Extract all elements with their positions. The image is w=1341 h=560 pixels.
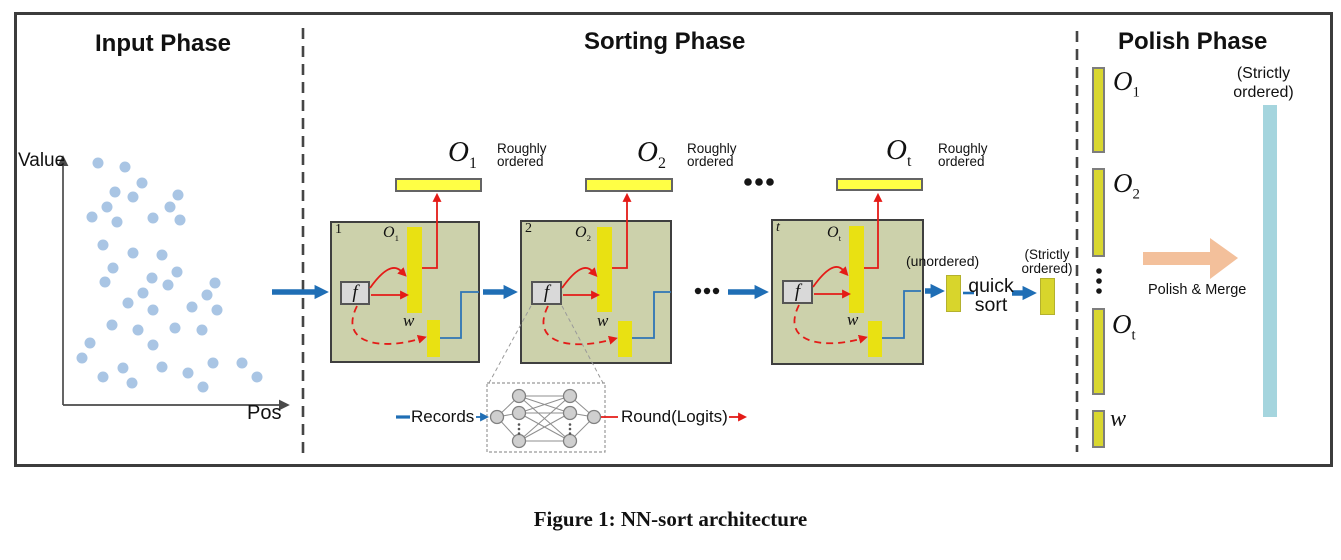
figure-frame	[14, 12, 1333, 467]
strictly-ordered-label-polish: (Strictly ordered)	[1233, 65, 1294, 101]
model-1-w-bar	[427, 320, 440, 357]
polish-o1-sub: 1	[1132, 84, 1140, 101]
model-t-w-label: w	[847, 310, 859, 329]
model-1-output-base: O	[383, 224, 395, 241]
model-1-output-sub: 1	[394, 233, 399, 244]
model-box-2-index: 2	[525, 221, 532, 236]
output-t-sub: t	[906, 152, 912, 170]
output-1-sub: 1	[468, 154, 477, 172]
model-t-f-box: f	[782, 280, 813, 304]
polish-phase-title: Polish Phase	[1118, 28, 1268, 55]
model-2-output-bar	[597, 227, 612, 312]
polish-o2-sub: 2	[1132, 186, 1140, 203]
model-2-w-label: w	[597, 311, 609, 330]
quick-sort-label: quick sort	[968, 275, 1014, 316]
model-2-output-sub: 2	[586, 233, 591, 244]
polish-o1-base: O	[1113, 66, 1133, 96]
polish-bar-o2	[1092, 168, 1105, 257]
pos-axis-label: Pos	[247, 402, 282, 424]
polish-ot-base: O	[1112, 309, 1132, 339]
polish-label-o2: O2	[1113, 168, 1140, 203]
polish-label-o1: O1	[1113, 66, 1140, 101]
polish-label-w: w	[1110, 406, 1126, 436]
output-t-base: O	[886, 134, 907, 166]
model-2-w-bar	[618, 321, 632, 357]
model-t-output-bar	[849, 226, 864, 313]
model-t-output-base: O	[827, 224, 839, 241]
output-bar-t-label: Ot	[886, 134, 911, 171]
polish-bar-o1	[1092, 67, 1105, 153]
output-bar-2	[585, 178, 673, 192]
sorting-phase-title: Sorting Phase	[584, 28, 746, 55]
model-1-f-box: f	[340, 281, 370, 305]
polish-merge-label: Polish & Merge	[1148, 282, 1247, 298]
nn-output-label: Round(Logits)	[621, 407, 728, 426]
model-t-output-label: Ot	[827, 224, 841, 243]
model-2-f-box: f	[531, 281, 562, 305]
output-1-base: O	[448, 136, 469, 168]
model-box-1-index: 1	[335, 222, 342, 237]
strictly-ordered-label-sorting: (Strictly ordered)	[1021, 247, 1073, 276]
output-bar-t	[836, 178, 923, 191]
output-bar-1-label: O1	[448, 136, 477, 173]
output-2-sub: 2	[657, 154, 666, 172]
input-phase-title: Input Phase	[95, 30, 232, 57]
roughly-ordered-note-2: Roughly ordered	[687, 141, 737, 169]
roughly-ordered-note-1: Roughly ordered	[497, 141, 547, 169]
strictly-ordered-result-bar	[1263, 105, 1277, 417]
model-t-w-bar	[868, 321, 882, 357]
polish-w-base: w	[1110, 406, 1127, 432]
polish-label-ot: Ot	[1112, 309, 1136, 344]
model-2-output-label: O2	[575, 224, 591, 243]
model-1-output-label: O1	[383, 224, 399, 243]
model-2-output-base: O	[575, 224, 587, 241]
unordered-label: (unordered)	[906, 253, 980, 269]
unordered-bar	[946, 275, 961, 312]
strictly-ordered-bar	[1040, 278, 1055, 315]
model-1-output-bar	[407, 227, 422, 313]
nn-input-label: Records	[411, 407, 475, 426]
output-bar-2-label: O2	[637, 136, 666, 173]
polish-o2-base: O	[1113, 168, 1133, 198]
figure-caption: Figure 1: NN-sort architecture	[533, 507, 808, 531]
output-2-base: O	[637, 136, 658, 168]
polish-bar-ot	[1092, 308, 1105, 395]
roughly-ordered-note-t: Roughly ordered	[938, 141, 988, 169]
model-t-output-sub: t	[838, 233, 842, 244]
polish-bar-w	[1092, 410, 1105, 448]
output-bar-1	[395, 178, 482, 192]
polish-ot-sub: t	[1131, 327, 1136, 344]
model-box-t-index: t	[776, 220, 780, 235]
value-axis-label: Value	[18, 150, 66, 171]
model-1-w-label: w	[403, 311, 415, 330]
